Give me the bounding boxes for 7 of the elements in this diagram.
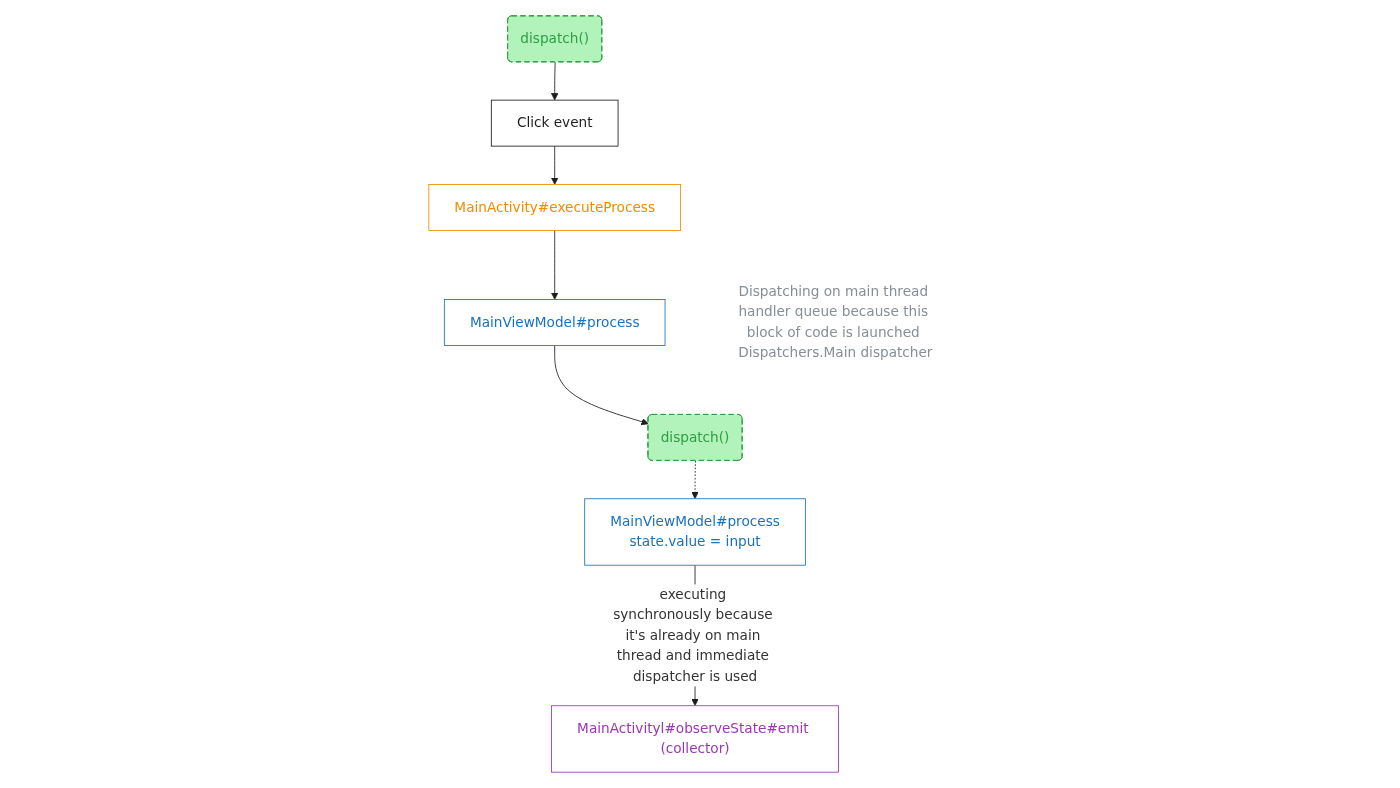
node-box: MainActivityl#observeState#emit (collector) <box>550 705 839 773</box>
edge-label: executing synchronously because it's already on main thread and immediate dispatcher is used <box>612 586 773 685</box>
node-box: Click event <box>490 99 619 147</box>
node-label: Dispatching on main thread handler queue because this block of code is launched Dispatchers.Main dispatcher <box>738 283 933 361</box>
node-box: MainViewModel#process <box>443 299 666 346</box>
node-box: MainViewModel#process state.value = input <box>584 498 806 566</box>
node-box: MainActivity#executeProcess <box>428 184 681 231</box>
